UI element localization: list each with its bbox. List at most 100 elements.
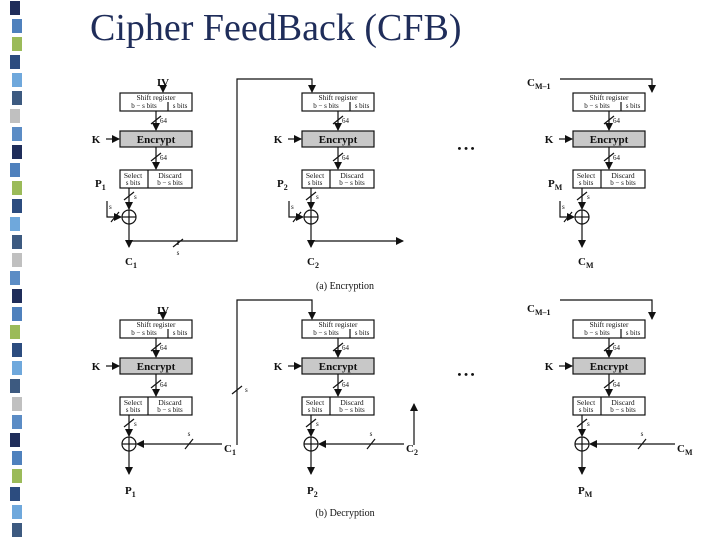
ciphertext-label: C2 xyxy=(406,443,418,457)
strip-block xyxy=(12,145,22,159)
bus-width-slash xyxy=(172,238,184,248)
width-s-label: s xyxy=(641,430,644,438)
width-s-label: s xyxy=(316,420,319,428)
width-s-label: s xyxy=(316,193,319,201)
ciphertext-label: C1 xyxy=(125,256,137,270)
strip-block xyxy=(12,415,22,429)
b-minus-s-label: b − s bits xyxy=(584,102,610,110)
select-label: Select xyxy=(577,398,596,407)
b-minus-s-label: b − s bits xyxy=(584,329,610,337)
strip-block xyxy=(12,73,22,87)
width-s-label: s xyxy=(587,420,590,428)
encrypt-label: Encrypt xyxy=(590,134,629,146)
bus-width-slash xyxy=(603,379,615,389)
strip-block xyxy=(12,19,22,33)
key-label: K xyxy=(545,361,554,373)
strip-block xyxy=(10,55,20,69)
discard-bits-label: b − s bits xyxy=(339,406,365,414)
strip-block xyxy=(10,271,20,285)
strip-block xyxy=(12,523,22,537)
key-label: K xyxy=(92,134,101,146)
shift-register-label: Shift register xyxy=(590,93,629,102)
width-64-label: 64 xyxy=(160,154,168,162)
s-bits-label: s bits xyxy=(173,329,188,337)
bus-width-slash xyxy=(150,152,162,162)
width-s-label: s xyxy=(134,420,137,428)
discard-label: Discard xyxy=(340,171,364,180)
encrypt-label: Encrypt xyxy=(319,134,358,146)
select-discard-box xyxy=(572,169,646,189)
width-s-label: s xyxy=(291,203,294,211)
bus-width-slash xyxy=(305,191,317,201)
select-bits-label: s bits xyxy=(308,179,323,187)
bus-width-slash xyxy=(576,191,588,201)
discard-bits-label: b − s bits xyxy=(157,406,183,414)
s-bits-label: s bits xyxy=(173,102,188,110)
width-s-label: s xyxy=(587,193,590,201)
strip-block xyxy=(12,253,22,267)
strip-block xyxy=(12,343,22,357)
width-64-label: 64 xyxy=(613,344,621,352)
select-bits-label: s bits xyxy=(579,179,594,187)
key-label: K xyxy=(274,134,283,146)
select-label: Select xyxy=(124,171,143,180)
ciphertext-label: CM xyxy=(578,256,594,270)
select-label: Select xyxy=(306,398,325,407)
b-minus-s-label: b − s bits xyxy=(131,329,157,337)
discard-bits-label: b − s bits xyxy=(157,179,183,187)
strip-block xyxy=(12,37,22,51)
encrypt-label: Encrypt xyxy=(137,361,176,373)
strip-block xyxy=(10,433,20,447)
feedback-last-arrow xyxy=(560,299,656,320)
discard-bits-label: b − s bits xyxy=(610,406,636,414)
bus-width-slash xyxy=(150,115,162,125)
ciphertext-label: C1 xyxy=(224,443,236,457)
width-s-label: s xyxy=(109,203,112,211)
iv-label: IV xyxy=(157,305,169,317)
bus-width-slash xyxy=(332,342,344,352)
slide-title: Cipher FeedBack (CFB) xyxy=(90,7,462,49)
b-minus-s-label: b − s bits xyxy=(131,102,157,110)
plaintext-label: P1 xyxy=(95,178,106,192)
bus-width-slash xyxy=(563,211,573,223)
width-64-label: 64 xyxy=(342,381,350,389)
select-discard-box xyxy=(119,396,193,416)
bus-width-slash xyxy=(231,385,243,395)
bus-width-slash xyxy=(332,152,344,162)
width-s-label: s xyxy=(562,203,565,211)
select-bits-label: s bits xyxy=(126,179,141,187)
s-bits-label: s bits xyxy=(355,329,370,337)
b-minus-s-label: b − s bits xyxy=(313,102,339,110)
feedback-last-label: CM–1 xyxy=(527,77,551,91)
s-bits-label: s bits xyxy=(626,329,641,337)
strip-block xyxy=(12,451,22,465)
feedback-last-label: CM–1 xyxy=(527,303,551,317)
bus-width-slash xyxy=(305,418,317,428)
strip-block xyxy=(12,505,22,519)
strip-block xyxy=(10,1,20,15)
width-64-label: 64 xyxy=(160,344,168,352)
bus-width-slash xyxy=(637,438,647,450)
bus-width-slash xyxy=(603,342,615,352)
strip-block xyxy=(12,397,22,411)
select-discard-box xyxy=(301,169,375,189)
width-64-label: 64 xyxy=(342,117,350,125)
discard-bits-label: b − s bits xyxy=(610,179,636,187)
encrypt-label: Encrypt xyxy=(590,361,629,373)
width-64-label: 64 xyxy=(160,381,168,389)
bus-width-slash xyxy=(332,115,344,125)
strip-block xyxy=(10,487,20,501)
width-64-label: 64 xyxy=(613,117,621,125)
discard-label: Discard xyxy=(611,171,635,180)
strip-block xyxy=(10,379,20,393)
key-label: K xyxy=(274,361,283,373)
s-bits-label: s bits xyxy=(355,102,370,110)
width-s-label: s xyxy=(134,193,137,201)
decryption-caption: (b) Decryption xyxy=(315,508,374,519)
select-label: Select xyxy=(124,398,143,407)
bus-width-slash xyxy=(150,379,162,389)
strip-block xyxy=(12,361,22,375)
shift-register-label: Shift register xyxy=(137,93,176,102)
shift-register-label: Shift register xyxy=(590,320,629,329)
